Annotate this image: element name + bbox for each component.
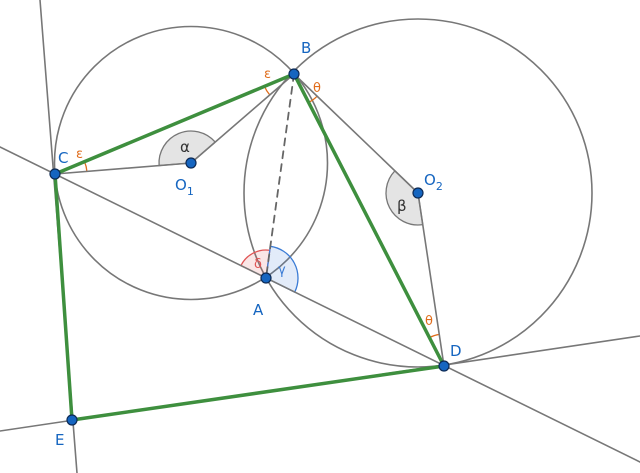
point-O1 (185, 157, 197, 169)
segment-B-D (292, 72, 446, 368)
point-E (66, 414, 78, 426)
segment-C-O1 (54, 162, 192, 175)
angle-beta (385, 169, 424, 226)
angle-alpha-label: α (180, 138, 190, 156)
angle-theta-D-label: θ (425, 314, 433, 329)
segment-B-O2 (293, 73, 419, 194)
segment-D-E (70, 364, 446, 422)
point-A (260, 272, 272, 284)
angle-alpha (158, 130, 217, 167)
label-O1: O1 (175, 176, 194, 198)
point-D (438, 360, 450, 372)
circle-O2 (243, 18, 593, 368)
angle-theta-B-label: θ (313, 81, 321, 96)
label-B: B (301, 39, 311, 57)
point-O2 (412, 187, 424, 199)
angle-epsilon-C-label: ε (76, 147, 83, 162)
segment-C-B (53, 72, 296, 176)
angle-beta-label: β (397, 197, 407, 215)
label-C: C (58, 149, 68, 167)
segment-B-A-dashed (265, 73, 295, 279)
segment-O2-D (417, 192, 445, 367)
segment-O1-B (190, 73, 295, 164)
angle-gamma-label: γ (278, 263, 286, 278)
angle-delta-label: δ (254, 257, 262, 272)
circle-O1 (53, 25, 329, 301)
label-E: E (55, 431, 64, 449)
point-B (288, 68, 300, 80)
label-O2: O2 (424, 171, 443, 193)
label-D: D (450, 342, 462, 360)
label-A: A (253, 301, 264, 319)
angle-epsilon-B-label: ε (264, 67, 271, 82)
angle-gamma (265, 245, 299, 294)
line-CAD (0, 146, 640, 463)
segment-E-C (53, 172, 74, 422)
point-C (49, 168, 61, 180)
